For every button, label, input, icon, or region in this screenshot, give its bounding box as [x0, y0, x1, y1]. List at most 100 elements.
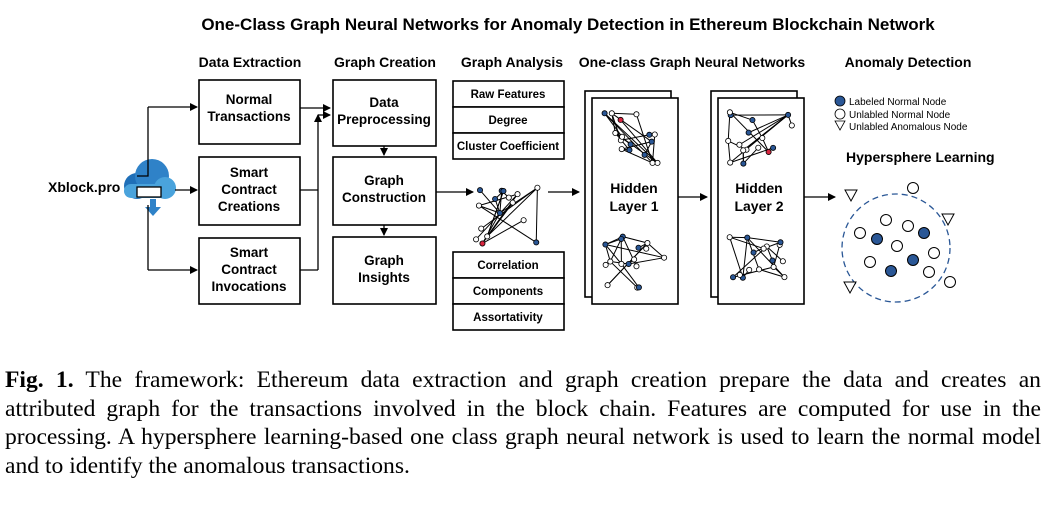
feature-list-top: Raw Features Degree Cluster Coefficient	[452, 80, 565, 160]
graph-node	[727, 159, 734, 166]
header-graph-analysis: Graph Analysis	[461, 54, 563, 70]
graph-edge	[729, 111, 753, 121]
graph-node	[648, 138, 655, 145]
box-text: Construction	[342, 190, 426, 205]
hidden-layer-1-panel: Hidden Layer 1	[584, 90, 679, 305]
graph-node	[619, 133, 626, 140]
graph-node	[635, 244, 642, 251]
caption-text: The framework: Ethereum data extraction …	[5, 367, 1041, 479]
graph-edge	[480, 187, 538, 230]
graph-node	[475, 202, 482, 209]
graph-edge	[652, 134, 656, 163]
graph-edge	[604, 112, 623, 138]
graph-node	[654, 159, 661, 166]
graph-node	[618, 235, 625, 242]
hypersphere-plot	[841, 182, 956, 303]
graph-node	[492, 196, 499, 203]
header-one-class-gnn: One-class Graph Neural Networks	[579, 54, 806, 70]
graph-edge	[742, 114, 789, 151]
graph-edge	[647, 242, 665, 259]
legend-labeled-normal: Labeled Normal Node	[849, 97, 947, 108]
graph-node	[726, 109, 733, 116]
feature-raw-features: Raw Features	[471, 89, 546, 101]
graph-node	[633, 111, 640, 118]
graph-node	[496, 210, 503, 217]
graph-node	[520, 217, 527, 224]
box-text: Insights	[358, 270, 410, 285]
graph-node	[779, 258, 786, 265]
graph-node	[740, 147, 747, 154]
box-text: Graph	[364, 253, 404, 268]
smart-contract-invocations-box: Smart Contract Invocations	[198, 237, 301, 305]
graph-node	[618, 260, 625, 267]
graph-node	[484, 233, 491, 240]
graph-node	[533, 239, 540, 246]
legend: Labeled Normal Node Unlabled Normal Node…	[834, 95, 968, 133]
hidden-layer-1-label: Hidden	[610, 180, 657, 196]
normal-transactions-box: Normal Transactions	[198, 79, 301, 145]
graph-node	[749, 117, 756, 124]
graph-node	[777, 239, 784, 246]
graph-node	[736, 271, 743, 278]
graph-node	[643, 245, 650, 252]
graph-node	[505, 194, 512, 201]
graph-node	[641, 151, 648, 158]
graph-node	[725, 137, 732, 144]
framework-diagram: One-Class Graph Neural Networks for Anom…	[48, 15, 995, 331]
graph-node	[602, 261, 609, 268]
graph-node	[644, 240, 651, 247]
hidden-layer-2-label: Layer 2	[734, 198, 783, 214]
filled-circle-icon	[834, 95, 846, 107]
graph-edge	[752, 119, 763, 139]
feature-correlation: Correlation	[477, 260, 538, 272]
graph-edge	[739, 114, 789, 146]
graph-node	[769, 257, 776, 264]
graph-edge	[620, 119, 658, 164]
graph-node	[618, 146, 625, 153]
graph-insights-box: Graph Insights	[332, 236, 437, 305]
graph-edge	[478, 205, 537, 243]
box-text: Normal	[226, 92, 273, 107]
box-text: Transactions	[207, 109, 290, 124]
graph-node	[633, 263, 640, 270]
legend-unlabeled-anomalous: Unlabled Anomalous Node	[849, 122, 968, 133]
graph-edge	[609, 238, 622, 262]
graph-edge	[604, 112, 658, 164]
graph-node	[477, 187, 484, 194]
graph-edge	[742, 237, 748, 278]
graph-node	[631, 256, 638, 263]
graph-node	[760, 245, 767, 252]
graph-node	[661, 254, 668, 261]
graph-edge	[535, 187, 538, 243]
graph-construction-box: Graph Construction	[332, 156, 437, 226]
graph-node	[617, 116, 624, 123]
box-text: Creations	[218, 199, 280, 214]
graph-node	[755, 144, 762, 151]
box-text: Graph	[364, 173, 404, 188]
graph-node	[601, 110, 608, 117]
graph-node	[750, 249, 757, 256]
graph-node	[785, 111, 792, 118]
hidden-layer-1-label: Layer 1	[609, 198, 658, 214]
graph-node	[602, 241, 609, 248]
graph-edge	[727, 140, 731, 163]
graph-node	[759, 135, 766, 142]
graph-node	[744, 234, 751, 241]
feature-list-bottom: Correlation Components Assortativity	[452, 251, 565, 331]
graph-edge	[611, 112, 637, 115]
graph-edge	[729, 236, 764, 250]
graph-edge	[746, 237, 785, 278]
diagram-title: One-Class Graph Neural Networks for Anom…	[201, 15, 935, 34]
header-data-extraction: Data Extraction	[199, 54, 302, 70]
header-anomaly-detection: Anomaly Detection	[845, 54, 972, 70]
graph-node	[625, 260, 632, 267]
graph-node	[781, 274, 788, 281]
graph-edge	[486, 190, 504, 237]
feature-degree: Degree	[489, 115, 528, 127]
graph-node	[612, 130, 619, 137]
transaction-graph-illustration	[473, 184, 541, 247]
graph-node	[635, 284, 642, 291]
graph-edge	[747, 237, 781, 243]
graph-edge	[729, 237, 744, 278]
graph-node	[726, 234, 733, 241]
